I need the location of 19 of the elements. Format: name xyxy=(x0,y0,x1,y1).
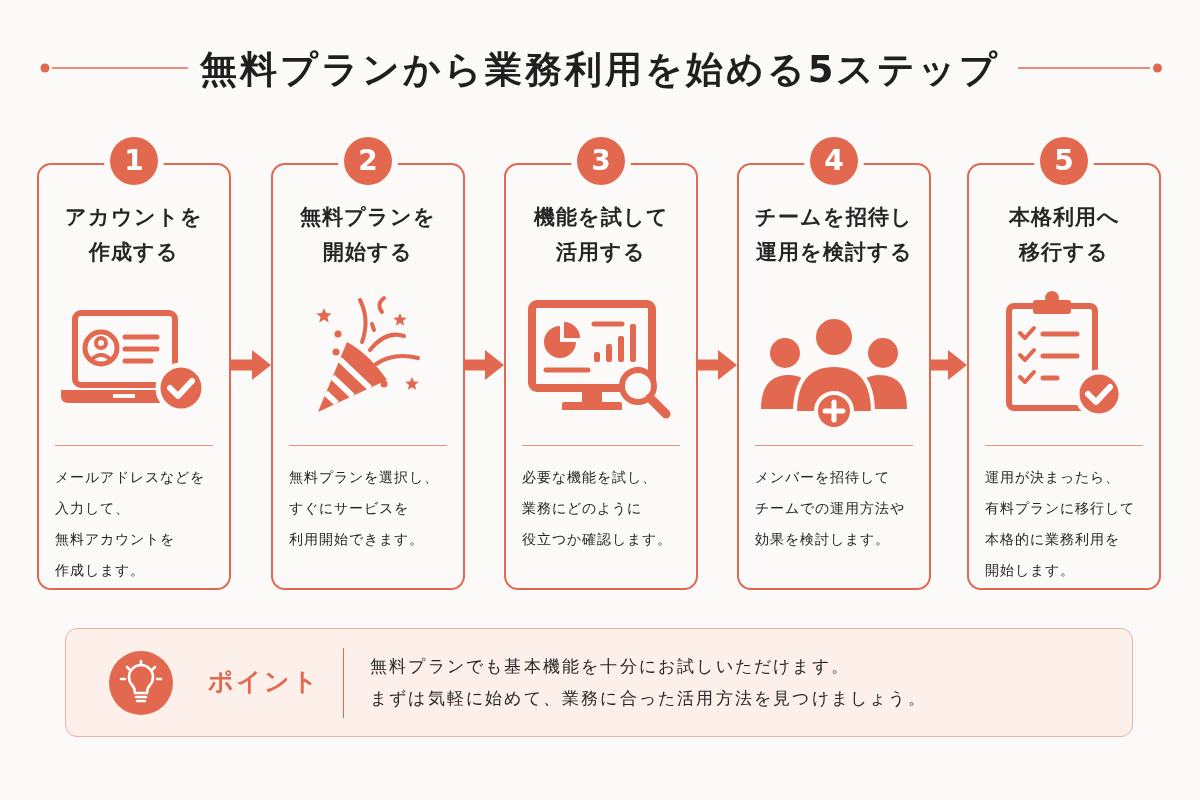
step-description: 運用が決まったら、有料プランに移行して本格的に業務利用を開始します。 xyxy=(985,468,1136,580)
arrow xyxy=(698,350,737,380)
tip-label: ポイント xyxy=(208,666,320,698)
step-heading: 本格利用へ移行する xyxy=(1007,204,1121,266)
tip-text: まずは気軽に始めて、業務に合った活用方法を見つけましょう。 xyxy=(370,687,927,710)
arrow xyxy=(465,350,504,380)
step-description: メールアドレスなどを入力して、無料アカウントを作成します。 xyxy=(55,468,206,580)
arrow xyxy=(231,350,271,380)
step-heading: チームを招待し運用を検討する xyxy=(754,204,914,266)
title: 無料プランから業務利用を始める5ステップ xyxy=(199,47,1001,93)
tip-box xyxy=(65,628,1133,737)
step-heading: 無料プランを開始する xyxy=(299,204,437,266)
tip-text: 無料プランでも基本機能を十分にお試しいただけます。 xyxy=(370,655,850,678)
step-heading: アカウントを作成する xyxy=(64,204,204,266)
step-description: メンバーを招待してチームでの運用方法や効果を検討します。 xyxy=(755,468,906,549)
step-heading: 機能を試して活用する xyxy=(532,204,670,266)
step-description: 無料プランを選択し、すぐにサービスを利用開始できます。 xyxy=(289,468,440,549)
step-description: 必要な機能を試し、業務にどのように役立つか確認します。 xyxy=(522,468,673,549)
arrow xyxy=(931,350,967,380)
